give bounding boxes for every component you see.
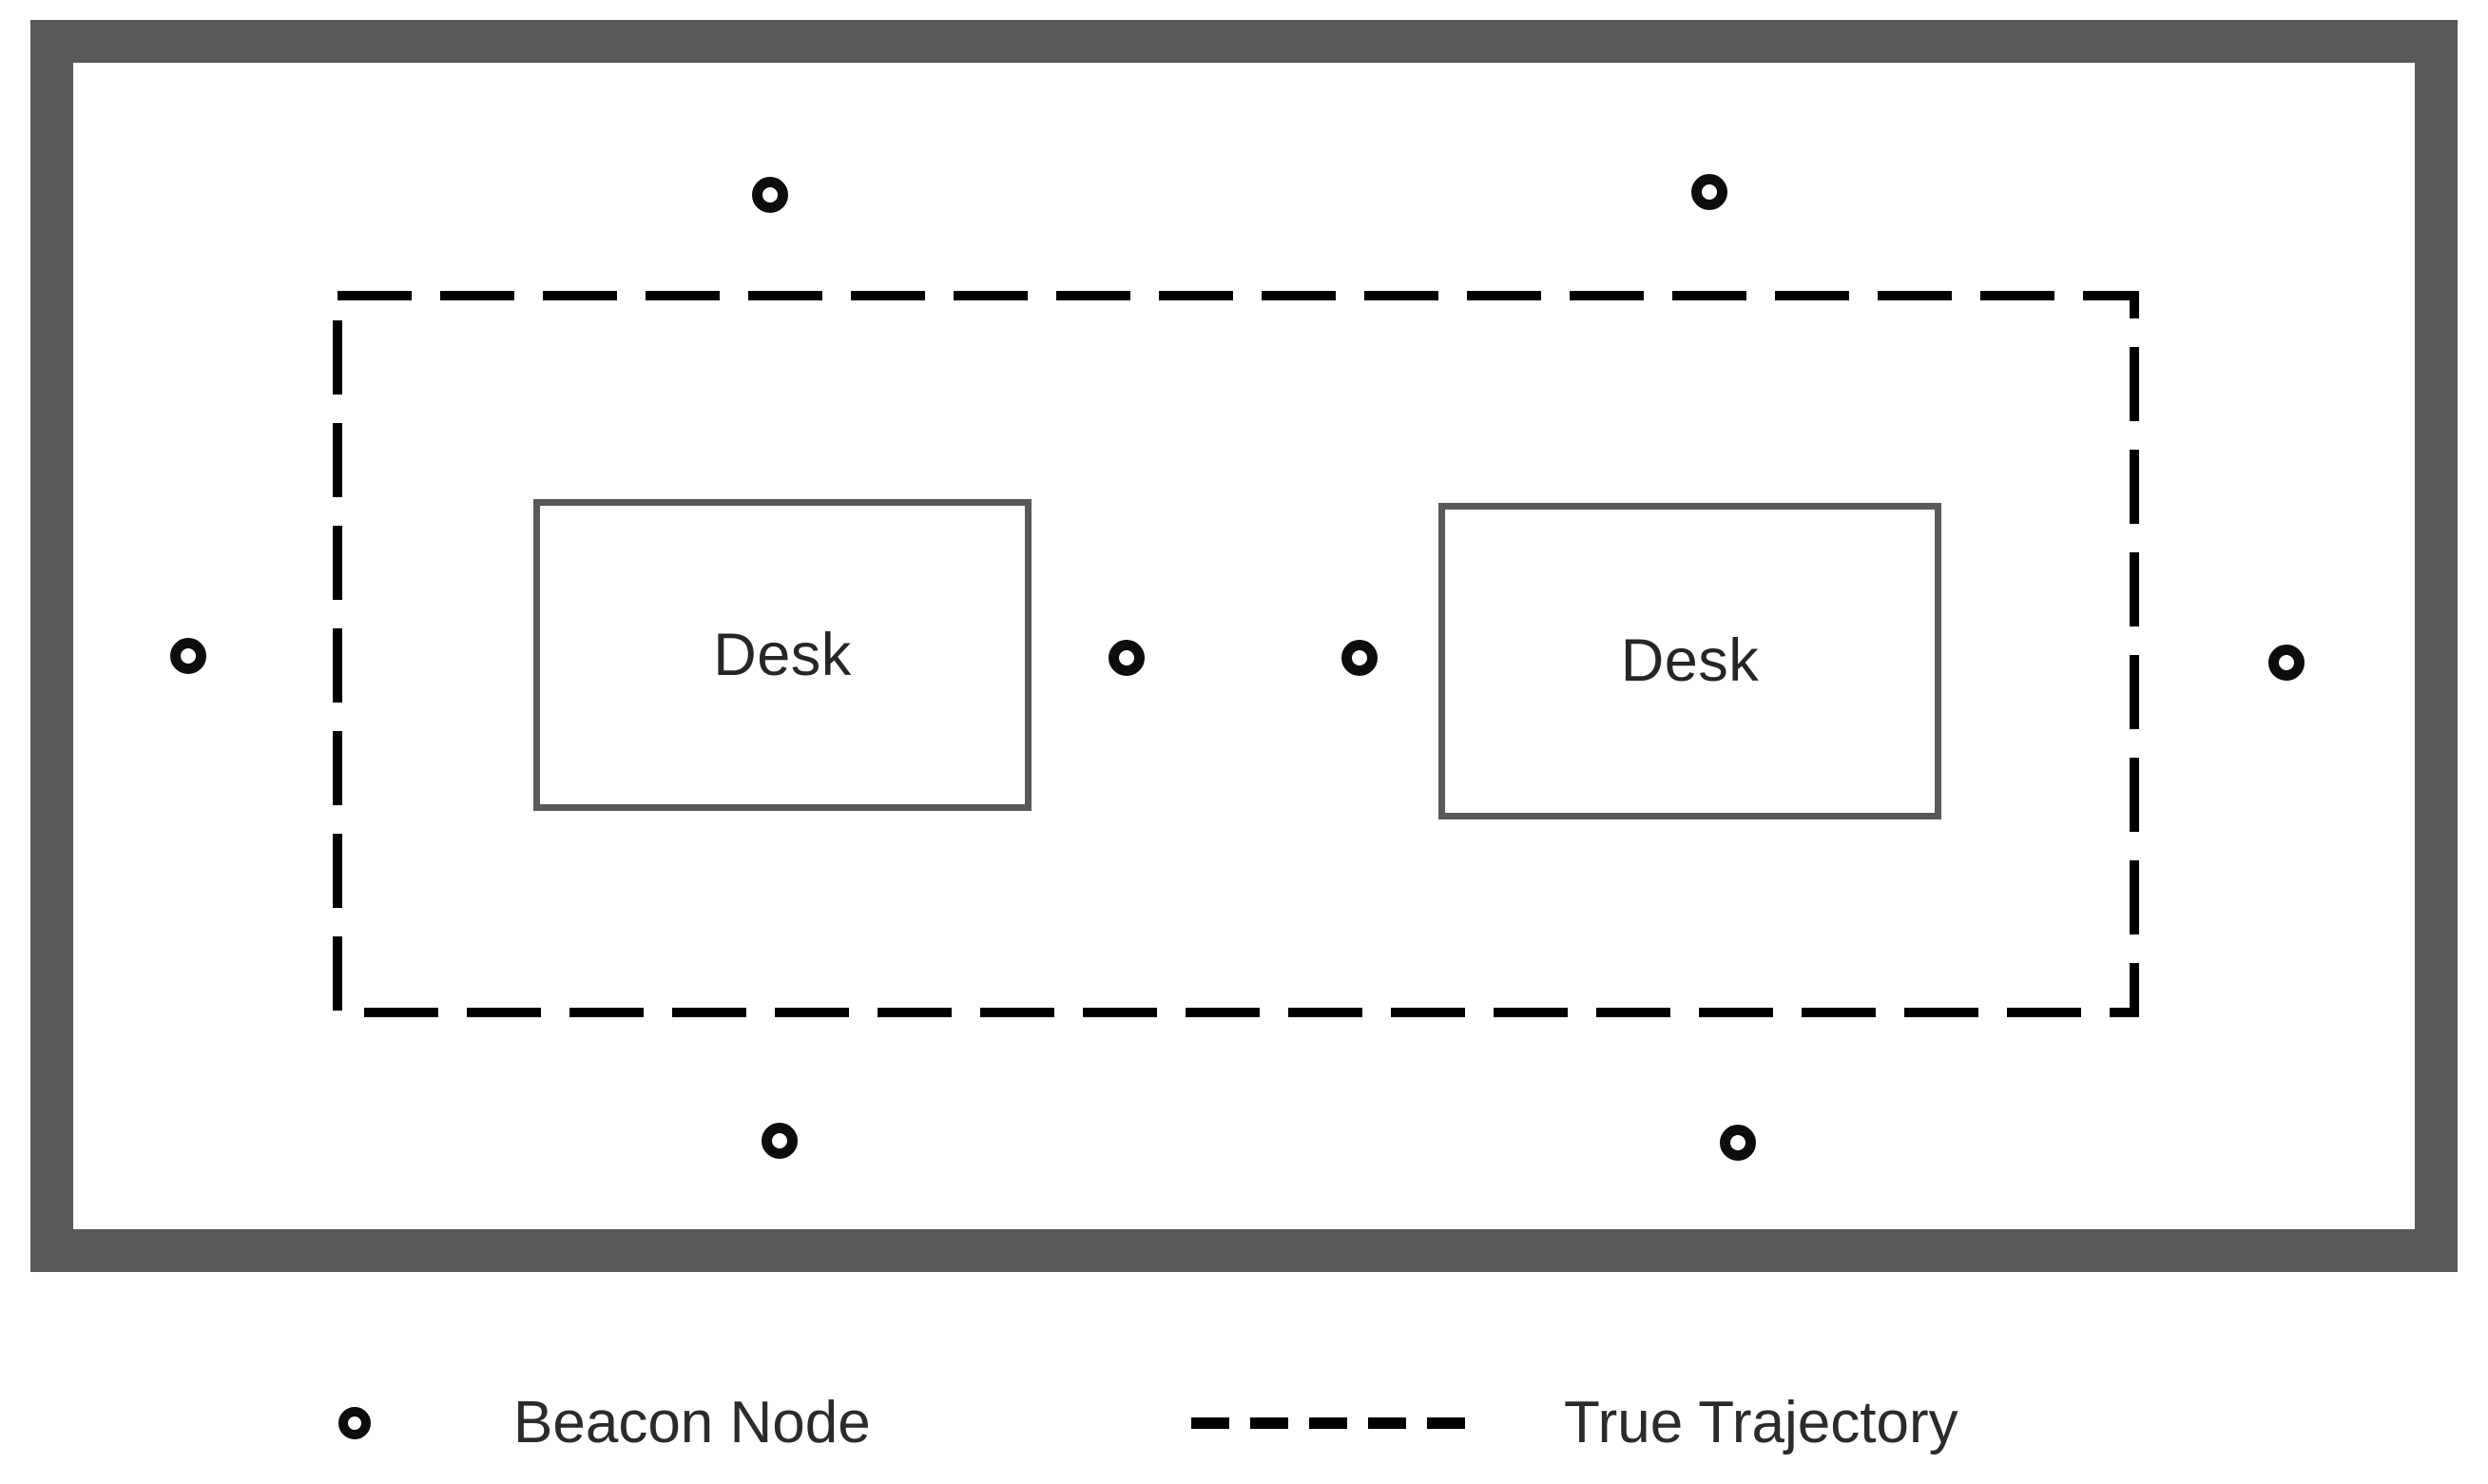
beacon-node-bottom-left	[762, 1123, 798, 1159]
desk-left-label: Desk	[713, 621, 852, 688]
beacon-node-top-right	[1691, 174, 1727, 210]
dashed-line-icon	[1191, 1390, 1483, 1456]
beacon-node-left	[170, 638, 206, 674]
room-outline	[30, 20, 2458, 1272]
desk-left: Desk	[533, 499, 1032, 811]
true-trajectory-svg	[333, 291, 2139, 1017]
beacon-node-bottom-right	[1720, 1125, 1756, 1161]
dashed-line-icon-svg	[1191, 1417, 1483, 1429]
legend-item-beacon-node: Beacon Node	[338, 1390, 871, 1456]
beacon-node-right	[2268, 645, 2305, 681]
legend-label-true-trajectory: True Trajectory	[1564, 1390, 1958, 1455]
desk-right: Desk	[1438, 503, 1941, 819]
legend: Beacon Node True Trajectory	[0, 1359, 2488, 1484]
trajectory-rect	[333, 291, 2139, 1017]
beacon-node-center-left	[1109, 640, 1145, 676]
legend-label-beacon-node: Beacon Node	[513, 1390, 871, 1455]
legend-item-true-trajectory: True Trajectory	[1191, 1390, 1958, 1456]
true-trajectory-path	[333, 291, 2139, 1017]
beacon-node-icon	[338, 1407, 371, 1439]
beacon-node-top-left	[752, 177, 788, 213]
desk-right-label: Desk	[1620, 627, 1760, 694]
beacon-node-center-right	[1341, 640, 1378, 676]
